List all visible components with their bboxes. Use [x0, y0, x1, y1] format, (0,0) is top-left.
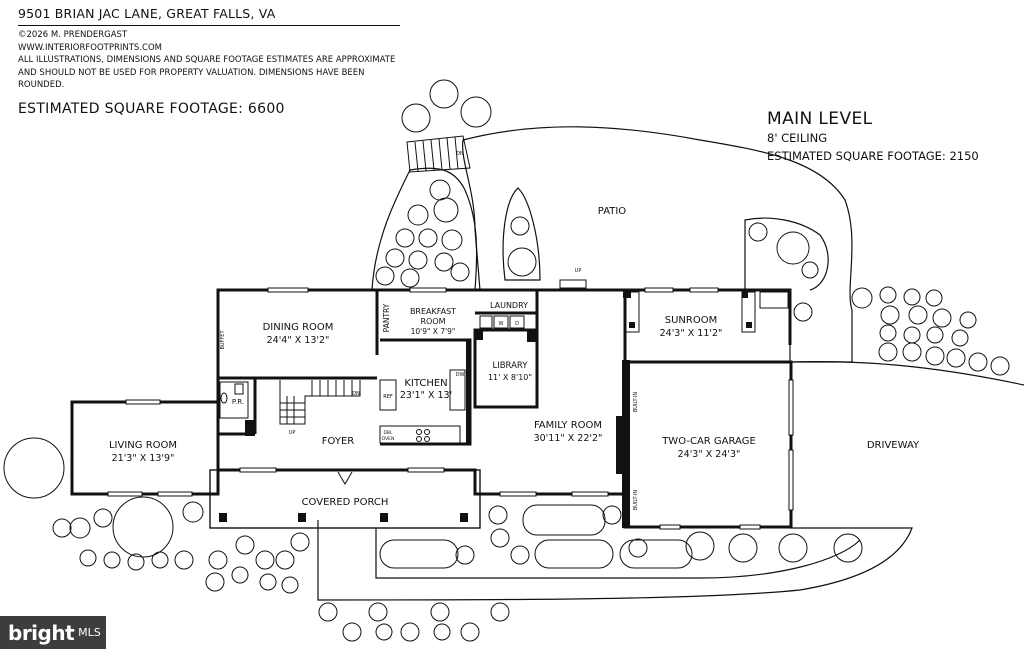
kitchen-counter: [379, 425, 461, 444]
label-porch: COVERED PORCH: [302, 497, 389, 508]
label-oven: OVEN: [382, 436, 395, 442]
exterior-stair: [406, 135, 471, 173]
property-address: 9501 BRIAN JAC LANE, GREAT FALLS, VA: [18, 6, 276, 21]
label-up-foyer: UP: [289, 430, 296, 436]
label-library-dim: 11' X 8'10": [488, 373, 532, 382]
porch: [209, 469, 481, 529]
label-sunroom-dim: 24'3" X 11'2": [660, 328, 723, 339]
label-fireplace: FP: [619, 443, 625, 449]
label-laundry: LAUNDRY: [490, 301, 528, 310]
label-ref: REF: [383, 394, 393, 400]
solid-walls: [245, 330, 630, 528]
label-dn-exterior: DN: [456, 151, 464, 157]
driveway-upper-edge: [789, 360, 1024, 386]
interior-stairs: [279, 380, 361, 425]
windows: [107, 279, 794, 530]
label-up-patio: UP: [575, 268, 582, 274]
label-washer: W: [499, 321, 504, 327]
watermark-brand: bright: [8, 620, 75, 645]
label-dbl: DBL: [383, 430, 393, 436]
label-dining: DINING ROOM: [263, 322, 334, 333]
column-marks: [623, 290, 752, 328]
landscape: [317, 126, 1024, 601]
website-text: WWW.INTERIORFOOTPRINTS.COM: [18, 42, 162, 53]
label-built-in-top: BUILT-IN: [633, 392, 639, 413]
room-labels: PATIO PANTRY BREAKFAST ROOM 10'9" X 7'9"…: [109, 206, 920, 508]
label-garage: TWO-CAR GARAGE: [661, 436, 756, 447]
laundry-sink: [479, 315, 493, 329]
label-dryer: D: [515, 321, 519, 327]
label-pantry: PANTRY: [382, 303, 391, 332]
label-living-dim: 21'3" X 13'9": [112, 453, 175, 464]
label-foyer: FOYER: [322, 436, 355, 447]
label-dining-dim: 24'4" X 13'2": [267, 335, 330, 346]
washer: [493, 315, 509, 329]
disclaimer-line-2: AND SHOULD NOT BE USED FOR PROPERTY VALU…: [18, 67, 365, 91]
label-powder-room: P.R.: [232, 398, 244, 406]
watermark-suffix: MLS: [78, 626, 101, 639]
refrigerator: [379, 379, 397, 411]
label-breakfast-room: ROOM: [420, 317, 445, 326]
label-built-in-bottom: BUILT-IN: [633, 490, 639, 511]
label-family: FAMILY ROOM: [534, 420, 602, 431]
copyright-text: ©2026 M. PRENDERGAST: [18, 30, 128, 40]
label-driveway: DRIVEWAY: [867, 440, 920, 451]
fixtures: [219, 291, 789, 444]
powder-room: [219, 381, 249, 419]
label-dw: DW: [456, 372, 465, 378]
shrubs: [3, 79, 1010, 642]
label-sunroom: SUNROOM: [665, 315, 717, 326]
label-patio: PATIO: [598, 206, 627, 217]
level-title: MAIN LEVEL: [767, 109, 873, 129]
wall-library: [473, 328, 539, 409]
label-buffet: BUFFET: [220, 330, 226, 350]
label-kitchen: KITCHEN: [404, 378, 447, 389]
header-block: 9501 BRIAN JAC LANE, GREAT FALLS, VA ©20…: [18, 6, 400, 92]
fixture-labels: UP UP DN DN REF DW W D DBL OVEN FP BUILT…: [289, 151, 639, 510]
sunroom-column-right: [741, 291, 756, 333]
label-living: LIVING ROOM: [109, 440, 177, 451]
level-info: MAIN LEVEL 8' CEILING ESTIMATED SQUARE F…: [767, 109, 979, 165]
level-ceiling: 8' CEILING: [767, 131, 828, 145]
estimated-total-sqft: ESTIMATED SQUARE FOOTAGE: 6600: [18, 101, 285, 117]
label-kitchen-dim: 23'1" X 13': [400, 390, 452, 401]
sunroom-stair: [759, 291, 789, 309]
label-family-dim: 30'11" X 22'2": [534, 433, 603, 444]
label-breakfast-dim: 10'9" X 7'9": [411, 327, 456, 336]
dishwasher-counter: [449, 369, 466, 411]
dryer: [509, 315, 525, 329]
walk-inner-edge: [375, 528, 861, 579]
label-garage-dim: 24'3" X 24'3": [678, 449, 741, 460]
disclaimer-line-1: ALL ILLUSTRATIONS, DIMENSIONS AND SQUARE…: [18, 55, 396, 65]
planting-bed-left: [371, 167, 478, 291]
header-rule: [18, 25, 400, 26]
planting-bed-island: [502, 187, 541, 281]
patio-outline: [462, 126, 853, 363]
wall-front: [218, 468, 625, 496]
label-breakfast: BREAKFAST: [410, 307, 456, 316]
sunroom-column-left: [625, 291, 640, 333]
bright-mls-watermark: bright MLS: [0, 616, 106, 649]
driveway-lower-edge: [317, 520, 913, 601]
label-library: LIBRARY: [492, 361, 528, 371]
hedges: [379, 504, 693, 569]
label-dn-foyer: DN: [352, 391, 360, 397]
planting-bed-right: [744, 217, 829, 291]
level-sqft: ESTIMATED SQUARE FOOTAGE: 2150: [767, 149, 979, 163]
